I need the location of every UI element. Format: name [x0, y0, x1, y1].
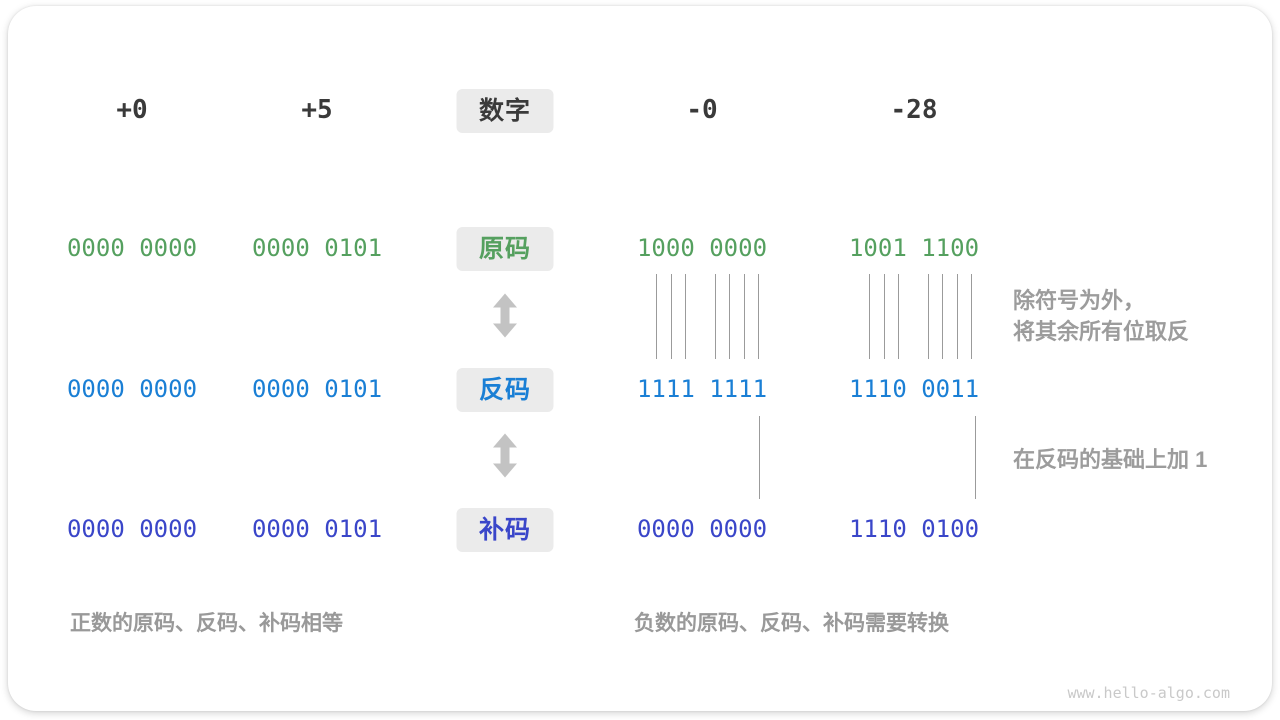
add-one-note: 在反码的基础上加 1 [1013, 447, 1208, 472]
twos-complement-plus0: 0000 0000 [66, 515, 198, 543]
ones-complement-plus5: 0000 0101 [251, 375, 383, 403]
diagram-card: +0 +5 -0 -28 数字 原码 反码 补码 0000 0000 0000 … [8, 6, 1272, 711]
number-label-plus0: +0 [116, 95, 148, 125]
tag-ones-complement: 反码 [456, 368, 554, 412]
negative-summary: 负数的原码、反码、补码需要转换 [634, 612, 949, 635]
updown-arrow-icon [492, 433, 518, 483]
ones-complement-minus0: 1111 1111 [636, 375, 768, 403]
sign-magnitude-minus28: 1001 1100 [848, 234, 980, 262]
watermark: www.hello-algo.com [1067, 684, 1230, 702]
sign-magnitude-plus5: 0000 0101 [251, 234, 383, 262]
tag-twos-complement: 补码 [456, 508, 554, 552]
ones-complement-minus28: 1110 0011 [848, 375, 980, 403]
updown-arrow-icon [492, 293, 518, 343]
add-one-line-minus0 [759, 416, 760, 499]
flip-note-line2: 将其余所有位取反 [1013, 319, 1190, 344]
twos-complement-minus28: 1110 0100 [848, 515, 980, 543]
flip-note-line1: 除符号为外， [1013, 288, 1146, 313]
sign-magnitude-plus0: 0000 0000 [66, 234, 198, 262]
flip-note: 除符号为外， 将其余所有位取反 [1013, 285, 1189, 347]
tag-sign-magnitude: 原码 [456, 227, 554, 271]
ones-complement-plus0: 0000 0000 [66, 375, 198, 403]
add-one-line-minus28 [975, 416, 976, 499]
number-label-plus5: +5 [301, 95, 333, 125]
number-label-minus0: -0 [686, 95, 718, 125]
positive-summary: 正数的原码、反码、补码相等 [70, 612, 343, 635]
sign-magnitude-minus0: 1000 0000 [636, 234, 768, 262]
twos-complement-minus0: 0000 0000 [636, 515, 768, 543]
twos-complement-plus5: 0000 0101 [251, 515, 383, 543]
tag-number: 数字 [456, 89, 554, 133]
number-label-minus28: -28 [890, 95, 938, 125]
